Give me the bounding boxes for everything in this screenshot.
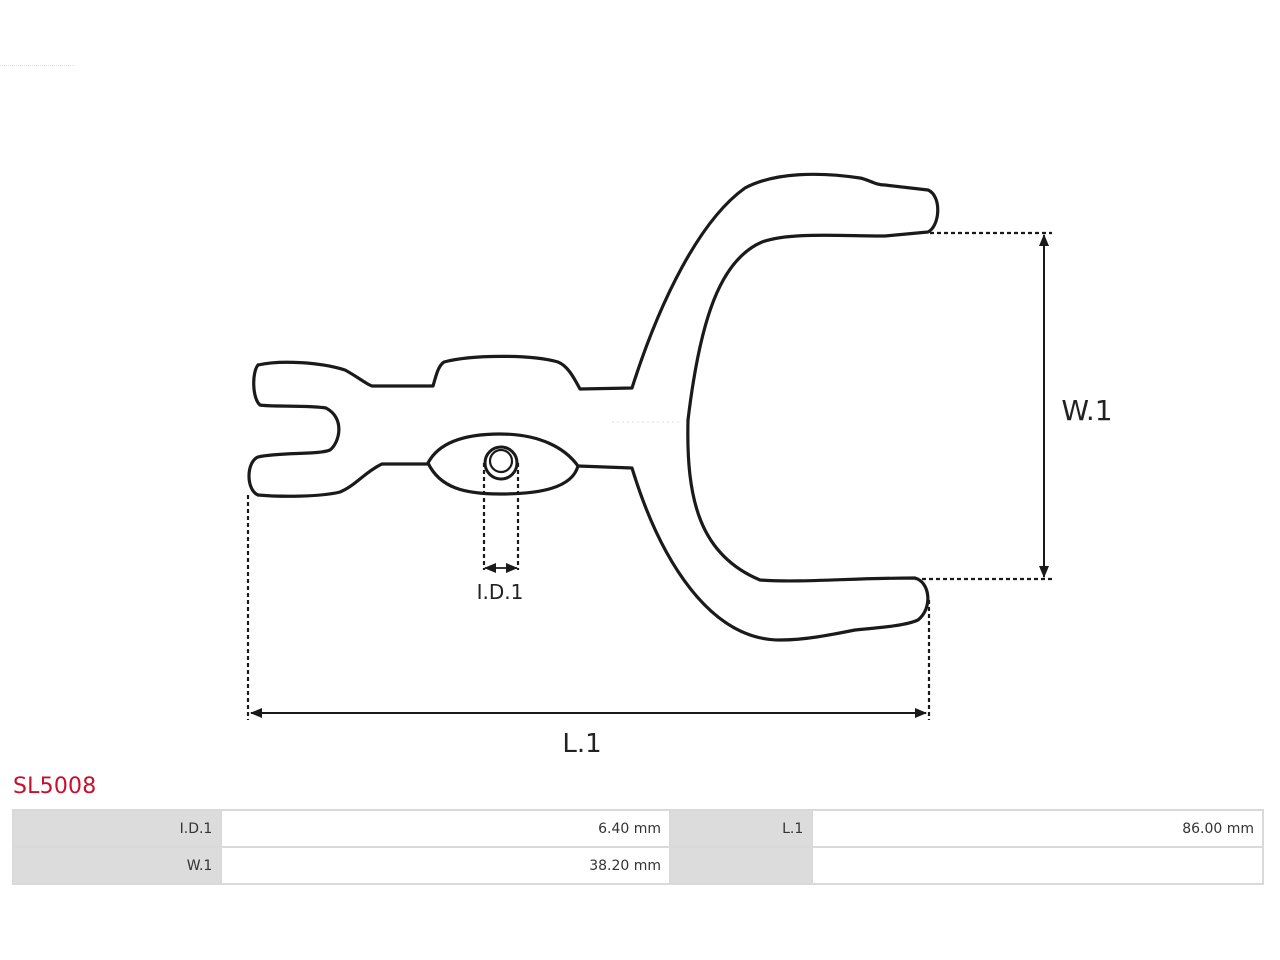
pin-icon bbox=[483, 445, 519, 481]
l1-dimension bbox=[246, 495, 931, 720]
spec-key: W.1 bbox=[14, 848, 221, 883]
spec-value: 6.40 mm bbox=[222, 811, 670, 846]
spec-key: I.D.1 bbox=[14, 811, 221, 846]
l1-label: L.1 bbox=[562, 729, 601, 759]
fork-top-contour bbox=[256, 172, 940, 422]
decorative-dotted-line bbox=[0, 65, 75, 66]
table-row: I.D.1 6.40 mm L.1 86.00 mm bbox=[14, 811, 1262, 846]
fork-bottom-contour bbox=[576, 418, 930, 642]
fork-left-end-contour bbox=[247, 363, 429, 498]
hub-lens bbox=[426, 432, 580, 496]
id1-label: I.D.1 bbox=[477, 580, 524, 604]
w1-dimension bbox=[915, 231, 1052, 581]
shift-fork-outline bbox=[247, 172, 940, 642]
spec-value: 86.00 mm bbox=[813, 811, 1262, 846]
table-row: W.1 38.20 mm bbox=[14, 848, 1262, 883]
spec-key bbox=[671, 848, 812, 883]
technical-drawing: I.D.1 W.1 L.1 bbox=[246, 172, 1113, 759]
spec-value bbox=[813, 848, 1262, 883]
id1-dimension bbox=[482, 463, 520, 573]
w1-label: W.1 bbox=[1061, 394, 1112, 427]
spec-value: 38.20 mm bbox=[222, 848, 670, 883]
spec-key: L.1 bbox=[671, 811, 812, 846]
spec-table: I.D.1 6.40 mm L.1 86.00 mm W.1 38.20 mm bbox=[12, 809, 1264, 885]
part-code: SL5008 bbox=[13, 774, 97, 799]
